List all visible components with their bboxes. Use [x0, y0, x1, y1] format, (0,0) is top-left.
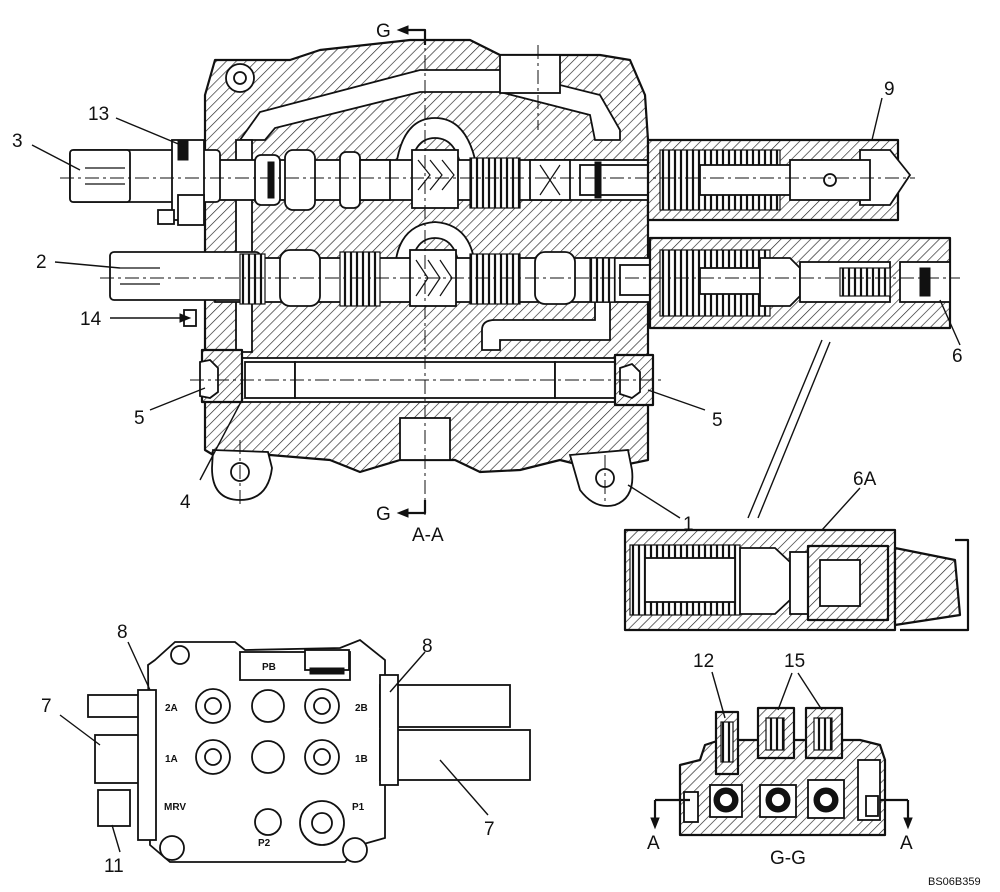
section-title-a-a: A-A	[412, 525, 444, 546]
spool-seal-band	[239, 253, 266, 305]
port-p2	[254, 808, 282, 836]
mount-hole-top	[233, 71, 247, 85]
top-port	[499, 54, 561, 94]
plug-left-head	[199, 359, 219, 399]
spool-seal-band	[469, 253, 521, 305]
spool-land	[284, 149, 316, 211]
cut-marker-g-bottom: G	[376, 504, 391, 525]
callout-4: 4	[180, 492, 191, 513]
gg-check-12-core	[720, 721, 734, 763]
spool-land	[359, 159, 391, 201]
drawing-code: BS06B359	[928, 876, 981, 888]
spool-seal-band	[589, 257, 616, 303]
gg-spool-right-core	[818, 792, 834, 808]
port-label-mrv: MRV	[164, 802, 186, 813]
spool-lower-shaft	[109, 251, 261, 301]
gg-spool-mid-core	[770, 792, 786, 808]
port-label-p1: P1	[352, 802, 365, 813]
gg-check-15a-core	[765, 717, 785, 751]
spring-retainer	[699, 267, 761, 295]
center-port-lower	[251, 740, 285, 774]
detail-6a-inner	[644, 557, 736, 603]
port-label-2a: 2A	[165, 703, 178, 714]
port-1b-inner	[313, 748, 331, 766]
callout-13: 13	[88, 104, 109, 125]
bolt-strip-right	[379, 674, 399, 786]
detent-ball	[823, 173, 837, 187]
spool-land	[339, 151, 361, 209]
wiper-seal	[177, 139, 189, 161]
section-g-g: A A G-G	[647, 706, 913, 869]
callout-11: 11	[104, 856, 124, 877]
detail-6a	[623, 339, 970, 632]
leader-lines	[31, 97, 961, 853]
spring-cap-right-upper	[379, 684, 511, 728]
port-label-1a: 1A	[165, 754, 178, 765]
callout-7-right: 7	[484, 819, 495, 840]
callout-5-left: 5	[134, 408, 145, 429]
detail-6a-washer	[789, 551, 809, 615]
front-view: PB 2A 2B 1A 1B MRV P1 P2	[87, 638, 531, 863]
cut-marker-a-right: A	[900, 833, 913, 854]
detail-6a-nut	[739, 547, 791, 615]
callout-6a: 6A	[853, 469, 877, 490]
gg-right-plug	[865, 795, 879, 817]
callout-14: 14	[80, 309, 102, 330]
callout-9: 9	[884, 79, 895, 100]
pb-port-fitting	[304, 649, 350, 671]
mount-ear-top-front	[170, 645, 190, 665]
callout-8-left: 8	[117, 622, 128, 643]
detail-6a-boot	[893, 546, 962, 627]
cut-marker-a-left: A	[647, 833, 660, 854]
port-2b-inner	[313, 697, 331, 715]
pb-port-fitting-base	[309, 667, 345, 675]
port-label-p2: P2	[258, 838, 271, 849]
callout-2: 2	[36, 252, 47, 273]
callout-12: 12	[693, 651, 714, 672]
port-label-1b: 1B	[355, 754, 368, 765]
mount-ear-bottom-left	[159, 835, 185, 861]
port-label-2b: 2B	[355, 703, 368, 714]
cap-fitting-slot	[919, 267, 931, 297]
callouts: 3 13 2 14 5 4 5 9 6 1 6A 7 8 8 7 11 12 1…	[12, 79, 963, 877]
relief-valve-mrv	[97, 789, 131, 827]
internal-passage-right	[481, 289, 611, 351]
port-1a-inner	[204, 748, 222, 766]
nut-lower	[759, 257, 801, 307]
callout-1: 1	[683, 514, 694, 535]
callout-5-right: 5	[712, 410, 723, 431]
mount-ear-bottom-right	[342, 837, 368, 863]
gg-spool-left-core	[718, 792, 734, 808]
spring-cap-right-lower	[379, 729, 531, 781]
oring-black	[267, 161, 275, 199]
callout-6: 6	[952, 346, 963, 367]
callout-3: 3	[12, 131, 23, 152]
actuator-hatch	[839, 267, 891, 297]
section-a-a: G G A-A	[60, 21, 960, 546]
section-title-g-g: G-G	[770, 848, 806, 869]
gg-check-15b-core	[813, 717, 833, 751]
bolt-small	[157, 209, 175, 225]
oring-black	[594, 161, 602, 199]
port-label-pb: PB	[262, 662, 276, 673]
callout-8-right: 8	[422, 636, 433, 657]
spool-seal-band	[469, 157, 521, 209]
spool-upper-end	[69, 149, 131, 203]
cut-marker-g-top: G	[376, 21, 391, 42]
detail-6a-plunger-core	[819, 559, 861, 607]
end-plate-left-lower	[177, 194, 205, 226]
gg-left-plug	[683, 791, 699, 823]
spool-seal-band	[339, 251, 381, 307]
center-port-upper	[251, 689, 285, 723]
plug-right-head	[619, 362, 641, 400]
callout-15: 15	[784, 651, 805, 672]
callout-7-left: 7	[41, 696, 52, 717]
port-p1-inner	[311, 812, 333, 834]
bolt-strip-left	[137, 689, 157, 841]
port-2a-inner	[204, 697, 222, 715]
